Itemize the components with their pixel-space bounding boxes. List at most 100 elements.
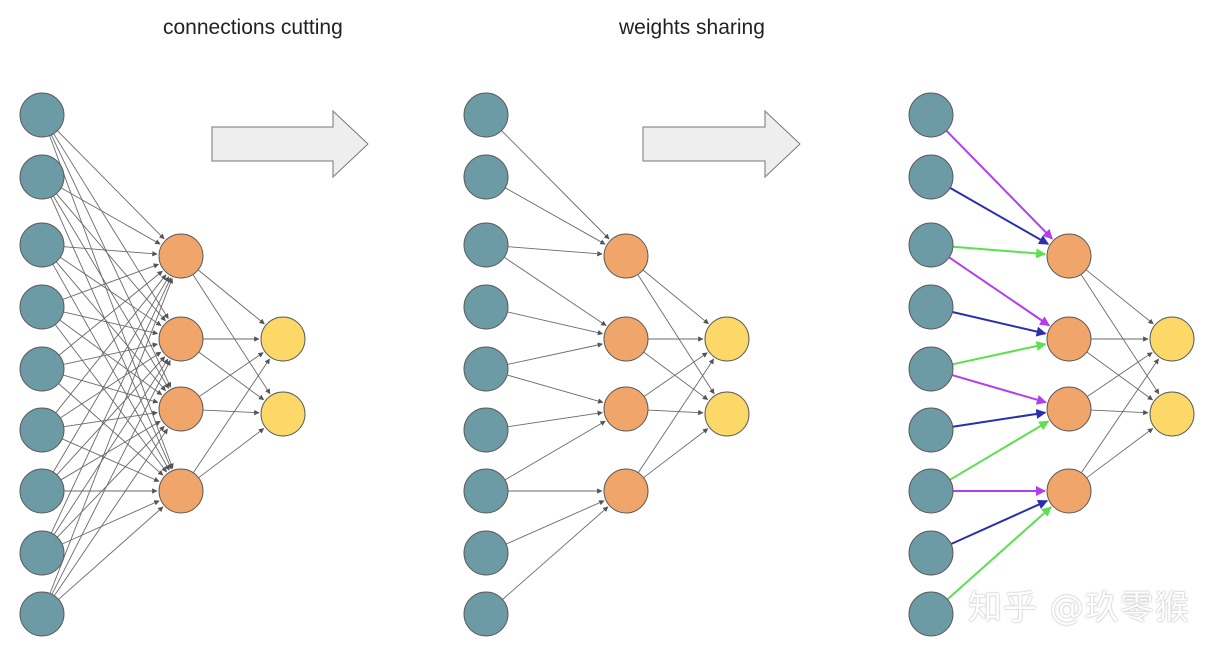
- edge-fully-connected-in5-h1: [58, 270, 163, 356]
- edge-connections-cut-in9-h4: [502, 506, 609, 600]
- network-edges: [49, 130, 1160, 601]
- edge-fully-connected-in1-h1: [57, 130, 165, 240]
- edge-connections-cut-h3-o1: [643, 352, 708, 397]
- edge-connections-cut-h1-o2: [637, 274, 715, 395]
- edge-connections-cut-h4-o2: [643, 428, 709, 479]
- input-node-fully-connected-4: [19, 284, 65, 330]
- edge-fully-connected-in8-h3: [56, 425, 165, 538]
- hidden-node-fully-connected-1: [158, 233, 204, 279]
- edge-weights-shared-h1-o1: [1085, 269, 1154, 325]
- network-nodes: [19, 92, 1195, 637]
- edge-fully-connected-in2-h1: [60, 187, 161, 245]
- input-node-connections-cut-1: [463, 92, 509, 138]
- output-node-connections-cut-2: [704, 391, 750, 437]
- edge-weights-shared-in4-h2: [952, 311, 1047, 337]
- edge-fully-connected-in4-h3: [59, 319, 163, 396]
- edge-fully-connected-in2-h2: [55, 193, 166, 322]
- input-node-weights-shared-7: [908, 468, 954, 514]
- watermark-text: 知乎 @玖零猴: [968, 588, 1190, 628]
- input-node-connections-cut-8: [463, 530, 509, 576]
- edge-connections-cut-in3-h1: [507, 246, 603, 257]
- input-node-fully-connected-5: [19, 346, 65, 392]
- edge-fully-connected-in4-h1: [62, 263, 160, 300]
- edge-fully-connected-in6-h2: [60, 351, 162, 419]
- edge-fully-connected-h2-o2: [198, 351, 265, 401]
- hidden-node-weights-shared-1: [1046, 233, 1092, 279]
- edge-connections-cut-in5-h3: [507, 374, 604, 404]
- edge-fully-connected-in8-h4: [61, 500, 160, 545]
- edge-fully-connected-in4-h4: [54, 324, 167, 473]
- input-node-weights-shared-4: [908, 284, 954, 330]
- edge-fully-connected-h3-o1: [198, 352, 264, 397]
- hidden-node-fully-connected-4: [158, 468, 204, 514]
- input-node-fully-connected-8: [19, 530, 65, 576]
- input-node-fully-connected-3: [19, 222, 65, 268]
- edge-weights-shared-in3-h2: [948, 256, 1051, 327]
- input-node-connections-cut-5: [463, 346, 509, 392]
- edge-connections-cut-h4-o1: [637, 358, 715, 473]
- edge-fully-connected-in6-h4: [61, 438, 160, 482]
- edge-fully-connected-in2-h4: [50, 196, 172, 470]
- edge-connections-cut-in2-h1: [504, 187, 606, 245]
- input-node-fully-connected-6: [19, 407, 65, 453]
- edge-weights-shared-h2-o2: [1086, 351, 1154, 401]
- edge-weights-shared-in3-h1: [952, 245, 1047, 259]
- transition-arrows: [211, 109, 801, 179]
- edge-weights-shared-in8-h4: [950, 499, 1049, 545]
- output-node-fully-connected-2: [260, 391, 306, 437]
- edge-fully-connected-h4-o1: [192, 358, 270, 473]
- edge-connections-cut-h2-o2: [643, 351, 709, 401]
- input-node-connections-cut-4: [463, 284, 509, 330]
- input-node-connections-cut-6: [463, 407, 509, 453]
- edge-fully-connected-h1-o2: [192, 274, 271, 395]
- edge-fully-connected-in9-h1: [49, 277, 174, 594]
- edge-fully-connected-in3-h4: [52, 263, 170, 471]
- edge-weights-shared-in5-h3: [951, 374, 1047, 405]
- hidden-node-weights-shared-2: [1046, 316, 1092, 362]
- edge-connections-cut-h3-o2: [647, 409, 704, 416]
- label-connections-cutting: connections cutting: [163, 16, 343, 39]
- input-node-connections-cut-7: [463, 468, 509, 514]
- edge-connections-cut-in7-h3: [504, 420, 606, 481]
- output-node-connections-cut-1: [704, 316, 750, 362]
- output-node-fully-connected-1: [260, 316, 306, 362]
- edge-connections-cut-h1-o1: [642, 269, 709, 325]
- edge-connections-cut-in6-h3: [507, 410, 603, 428]
- edge-fully-connected-in9-h2: [51, 359, 171, 595]
- hidden-node-weights-shared-3: [1046, 386, 1092, 432]
- edge-fully-connected-in9-h4: [58, 506, 164, 600]
- edge-fully-connected-h1-o1: [197, 269, 265, 325]
- hidden-node-connections-cut-4: [603, 468, 649, 514]
- edge-fully-connected-in5-h2: [63, 342, 159, 365]
- label-weights-sharing: weights sharing: [619, 16, 765, 39]
- input-node-weights-shared-6: [908, 407, 954, 453]
- edge-fully-connected-in5-h3: [62, 374, 159, 404]
- edge-fully-connected-in6-h1: [55, 274, 167, 414]
- hidden-node-connections-cut-1: [603, 233, 649, 279]
- edge-fully-connected-in3-h2: [59, 256, 162, 326]
- edge-connections-cut-in5-h2: [507, 342, 604, 365]
- output-node-weights-shared-1: [1149, 316, 1195, 362]
- input-node-weights-shared-1: [908, 92, 954, 138]
- edge-fully-connected-h3-o2: [202, 409, 260, 416]
- hidden-node-connections-cut-3: [603, 386, 649, 432]
- edge-fully-connected-in8-h1: [50, 277, 172, 534]
- arrow-connections-cutting: [211, 109, 369, 179]
- output-node-weights-shared-2: [1149, 391, 1195, 437]
- input-node-connections-cut-3: [463, 222, 509, 268]
- edge-fully-connected-h4-o2: [198, 428, 265, 479]
- edge-weights-shared-h3-o1: [1086, 352, 1153, 397]
- input-node-weights-shared-3: [908, 222, 954, 268]
- edge-weights-shared-in6-h3: [952, 409, 1047, 428]
- edge-weights-shared-h1-o2: [1080, 274, 1160, 395]
- edge-fully-connected-in7-h3: [60, 420, 161, 481]
- edge-weights-shared-in7-h3: [949, 420, 1050, 481]
- input-node-connections-cut-9: [463, 591, 509, 637]
- input-node-weights-shared-9: [908, 591, 954, 637]
- arrow-weights-sharing: [642, 109, 801, 179]
- edge-fully-connected-in6-h3: [63, 410, 158, 428]
- edge-fully-connected-in8-h2: [53, 358, 169, 535]
- edge-connections-cut-in8-h4: [505, 500, 605, 545]
- edge-fully-connected-in1-h2: [53, 133, 169, 320]
